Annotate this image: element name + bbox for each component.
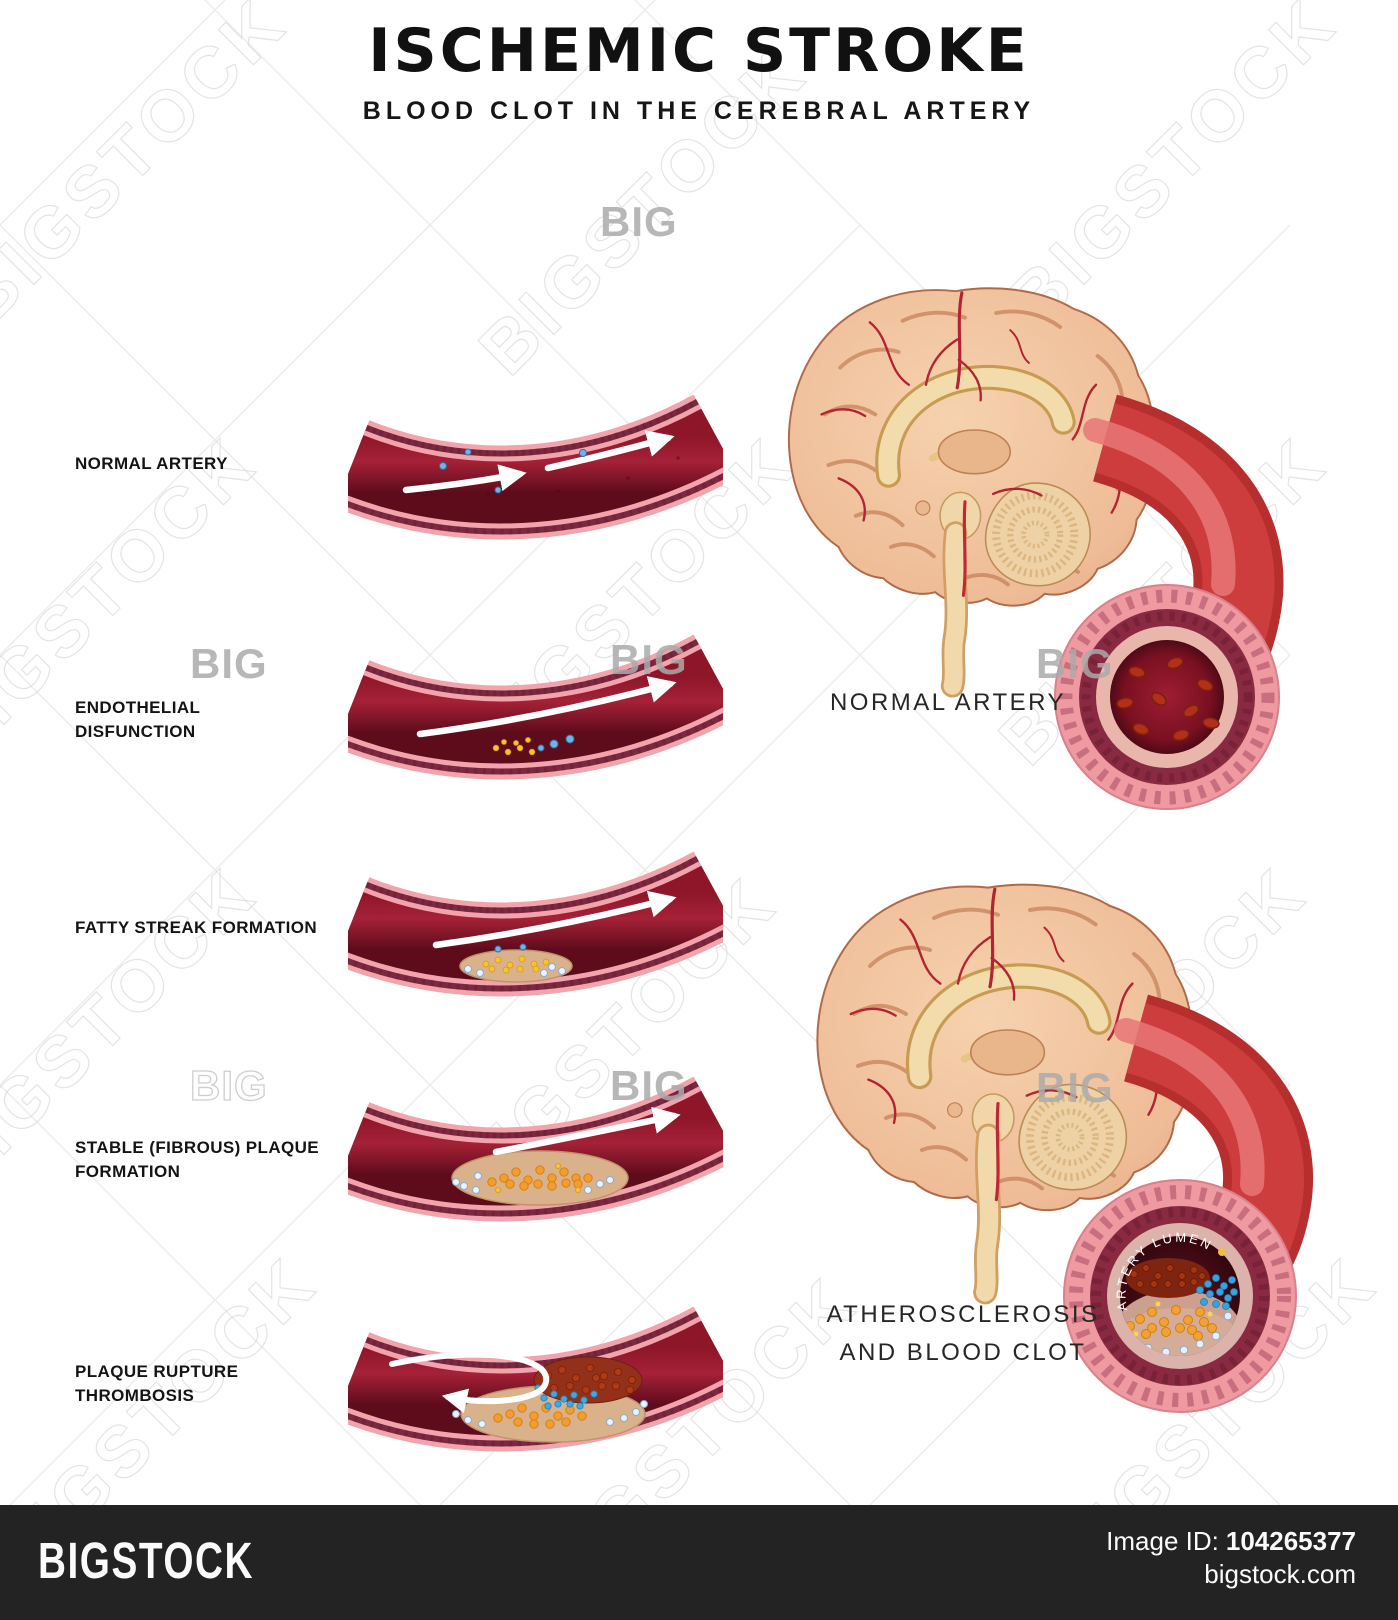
stage-label-plaque-rupture: PLAQUE RUPTURE THROMBOSIS [75,1362,239,1405]
footer-bar: BIGSTOCK Image ID:104265377 bigstock.com [0,1505,1398,1620]
image-id-value: 104265377 [1225,1526,1356,1556]
brain-atherosclerosis-illustration: ARTERY LUMEN [780,862,1314,1413]
stage-label-fatty-streak: FATTY STREAK FORMATION [75,918,318,937]
artery-stage-normal-illustration [348,394,723,540]
blood-cells [537,734,575,752]
blood-cells [439,448,587,494]
normal-artery-cross-section [1054,584,1280,810]
panel-label-atherosclerosis: ATHEROSCLEROSIS AND BLOOD CLOT [808,1296,1118,1372]
artery-stage-endothelial-illustration [348,634,723,780]
panel-label-normal-artery: NORMAL ARTERY [829,689,1067,716]
thrombus-clot [533,1356,643,1404]
lipid-particles [492,737,536,756]
watermark-text: BIG [600,198,678,245]
blood-flow-arrow [432,890,677,949]
blood-flow-arrows [402,430,675,494]
lumen-label-dot [1218,1248,1226,1256]
red-blood-cells [1116,656,1220,742]
blood-flow-arrow [416,676,677,738]
artery-stage-fatty-streak-illustration [348,851,723,997]
watermark-text: BIG [189,1061,268,1109]
artery-stage-thrombosis-illustration [348,1306,723,1452]
lipid-core [487,1165,593,1191]
stage-label-stable-plaque: STABLE (FIBROUS) PLAQUE FORMATION [75,1138,320,1181]
stage-label-endothelial-disfunction: ENDOTHELIAL DISFUNCTION [75,698,200,741]
artery-stage-stable-plaque-illustration [348,1076,723,1222]
image-attribution: Image ID:104265377 bigstock.com [1106,1525,1356,1591]
watermark-text: BIG [190,640,268,687]
blocked-flow-arrow [389,1351,550,1414]
image-id-text: Image ID:104265377 [1106,1525,1356,1558]
blood-flow-arrow [492,1106,681,1156]
website-text: bigstock.com [1204,1559,1356,1589]
diagram-subtitle: BLOOD CLOT IN THE CEREBRAL ARTERY [362,97,1036,125]
diseased-artery-cross-section: ARTERY LUMEN [1063,1179,1297,1413]
brain-normal-artery-illustration [787,287,1284,810]
panel-label-line2: AND BLOOD CLOT [839,1339,1087,1366]
stage-label-normal-artery: NORMAL ARTERY [75,454,228,473]
bigstock-logo: BIGSTOCK [38,1532,255,1589]
lipid-core [1125,1305,1217,1341]
platelet-cluster [1196,1274,1238,1310]
panel-label-line1: ATHEROSCLEROSIS [826,1301,1100,1328]
image-id-label: Image ID: [1106,1526,1219,1556]
diagram-title: ISCHEMIC STROKE [368,16,1030,86]
